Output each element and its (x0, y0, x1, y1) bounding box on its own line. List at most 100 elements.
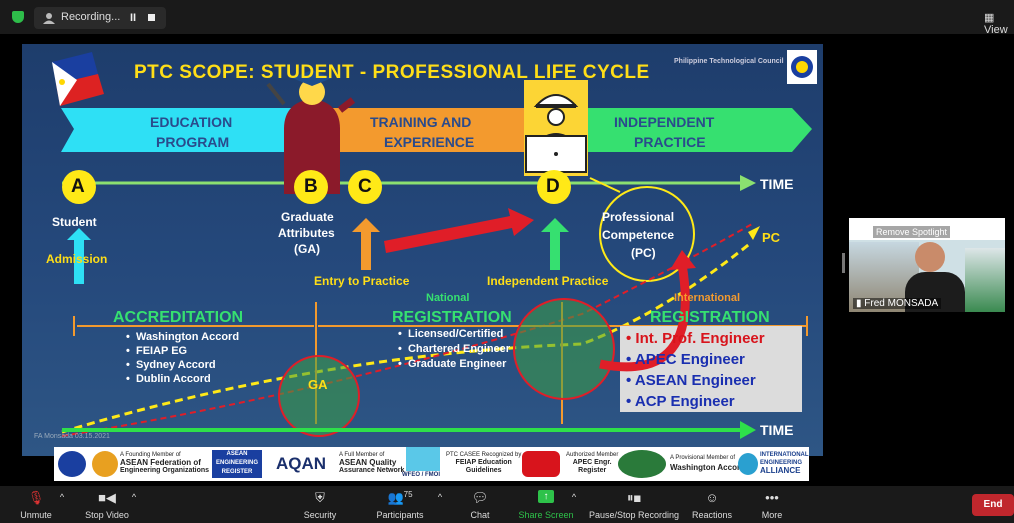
education-label-1: EDUCATION (150, 114, 233, 130)
share-options-caret[interactable]: ^ (568, 486, 580, 523)
education-band (61, 108, 314, 152)
video-drag-handle[interactable] (842, 253, 845, 273)
video-camera-icon: ■◀ (98, 490, 116, 505)
participant-name-tag: ▮ Fred MONSADA (853, 298, 942, 309)
more-button[interactable]: ••• More (754, 486, 790, 523)
signal-icon: ▮ (856, 298, 862, 309)
washington-logo-icon (618, 450, 666, 478)
logo-line: A Provisional Member of (670, 455, 736, 461)
chevron-up-icon: ^ (131, 492, 137, 502)
time-label-bottom: TIME (760, 422, 794, 438)
logo-line: Engineering Organizations (120, 467, 210, 474)
pc-curve-label: PC (762, 230, 781, 245)
security-button[interactable]: ⛨ Security (298, 486, 342, 523)
slide-title: PTC SCOPE: STUDENT - PROFESSIONAL LIFE C… (134, 62, 650, 83)
national-label: National (426, 292, 470, 304)
registration-title: REGISTRATION (392, 309, 512, 326)
video-options-caret[interactable]: ^ (128, 486, 140, 523)
security-label: Security (303, 510, 337, 520)
logo-line: ASEAN Federation of (120, 458, 201, 467)
presenter-face (915, 242, 945, 272)
indep-top-label-2: PRACTICE (634, 134, 706, 150)
wfeo-label: WFEO / FMOI (402, 472, 440, 478)
chevron-up-icon: ^ (571, 492, 577, 502)
apec-logo-icon (522, 451, 560, 477)
education-label-2: PROGRAM (156, 134, 230, 150)
security-shield-icon[interactable] (12, 11, 24, 23)
logo-line: Authorized Member (566, 452, 619, 458)
training-band (302, 108, 574, 152)
pause-recording-icon[interactable]: II (130, 12, 137, 24)
accreditation-item-text: Washington Accord (135, 331, 240, 343)
indep-top-label-1: INDEPENDENT (614, 114, 715, 130)
intl-registration-title: REGISTRATION (650, 309, 770, 326)
intl-item-3: • ASEAN Engineer (626, 372, 756, 389)
registration-item-1: • Licensed/Certified (398, 328, 504, 340)
graduate-figure-icon (266, 70, 356, 194)
audio-options-caret[interactable]: ^ (56, 486, 68, 523)
footer-note: FA Monsada 03.15.2021 (34, 433, 110, 440)
logo-line: Register (578, 467, 607, 474)
time-label-top: TIME (760, 176, 794, 192)
logo-line: FEIAP Education (455, 459, 512, 466)
share-screen-label: Share Screen (518, 510, 574, 520)
pc-label-1: Professional (602, 210, 675, 224)
milestone-a: A (71, 176, 85, 197)
training-label-1: TRAINING AND (370, 114, 472, 130)
accreditation-item-1: • Washington Accord (126, 331, 240, 343)
smiley-icon: ☺ (705, 490, 719, 505)
participant-video[interactable]: Remove Spotlight ▮ Fred MONSADA (849, 218, 1005, 312)
accreditation-item-3: • Sydney Accord (126, 359, 216, 371)
chevron-up-icon: ^ (437, 492, 443, 502)
participant-name: Fred MONSADA (864, 298, 939, 309)
logo-line: APEC Engr. (572, 459, 612, 466)
video-temple-bg (965, 248, 1005, 312)
logo-line: ASEAN (226, 451, 248, 457)
chat-button[interactable]: 💬︎ Chat (462, 486, 498, 523)
logo-line: ALLIANCE (760, 466, 801, 475)
participants-button[interactable]: 👥75 Participants (372, 486, 428, 523)
pause-stop-recording-label: Pause/Stop Recording (588, 510, 680, 520)
reactions-label: Reactions (691, 510, 733, 520)
stop-video-button[interactable]: ■◀ Stop Video (82, 486, 132, 523)
ga-circle-label: GA (308, 377, 328, 392)
pause-stop-icon: ⏸◼ (626, 490, 642, 505)
accreditation-item-4: • Dublin Accord (126, 373, 211, 385)
more-label: More (761, 510, 783, 520)
intl-item-text: Int. Prof. Engineer (635, 330, 765, 347)
milestone-b: B (304, 176, 318, 197)
unmute-button[interactable]: 🎙︎ Unmute (16, 486, 56, 523)
stop-video-label: Stop Video (85, 510, 129, 520)
council-label: Philippine Technological Council (674, 58, 784, 65)
view-grid-icon: ▦ (984, 12, 995, 24)
registration-item-2: • Chartered Engineer (398, 343, 511, 355)
logo-line: A Full Member of (339, 452, 385, 458)
unmute-label: Unmute (20, 510, 52, 520)
view-button[interactable]: ▦ View (984, 11, 1014, 36)
video-banner (849, 218, 1005, 240)
pause-stop-recording-button[interactable]: ⏸◼ Pause/Stop Recording (586, 486, 682, 523)
logo-line: ENGINEERING (760, 460, 803, 466)
share-screen-button[interactable]: ↑ Share Screen (516, 486, 576, 523)
admission-label: Admission (46, 252, 108, 266)
remove-spotlight-button[interactable]: Remove Spotlight (873, 226, 951, 238)
intl-item-2: • APEC Engineer (626, 351, 745, 368)
intl-item-4: • ACP Engineer (626, 393, 735, 410)
registration-item-text: Graduate Engineer (407, 358, 507, 370)
logo-line: A Founding Member of (120, 452, 181, 458)
ptc-logo-icon (787, 50, 817, 84)
reactions-button[interactable]: ☺ Reactions (690, 486, 734, 523)
logo-line: Assurance Network (339, 467, 405, 474)
milestone-d: D (546, 176, 560, 197)
end-meeting-button[interactable]: End (972, 494, 1014, 516)
stop-recording-icon[interactable] (148, 14, 155, 21)
participants-options-caret[interactable]: ^ (434, 486, 446, 523)
participants-label: Participants (376, 510, 424, 520)
